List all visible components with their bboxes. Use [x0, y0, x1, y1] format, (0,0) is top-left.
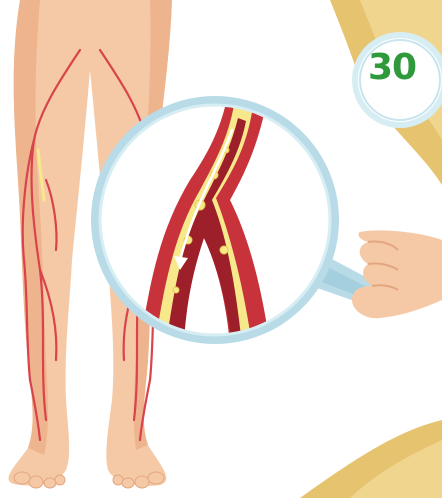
badge-number: 30 — [368, 50, 442, 86]
magnifier-icon — [91, 95, 339, 345]
hand-icon — [352, 230, 442, 318]
